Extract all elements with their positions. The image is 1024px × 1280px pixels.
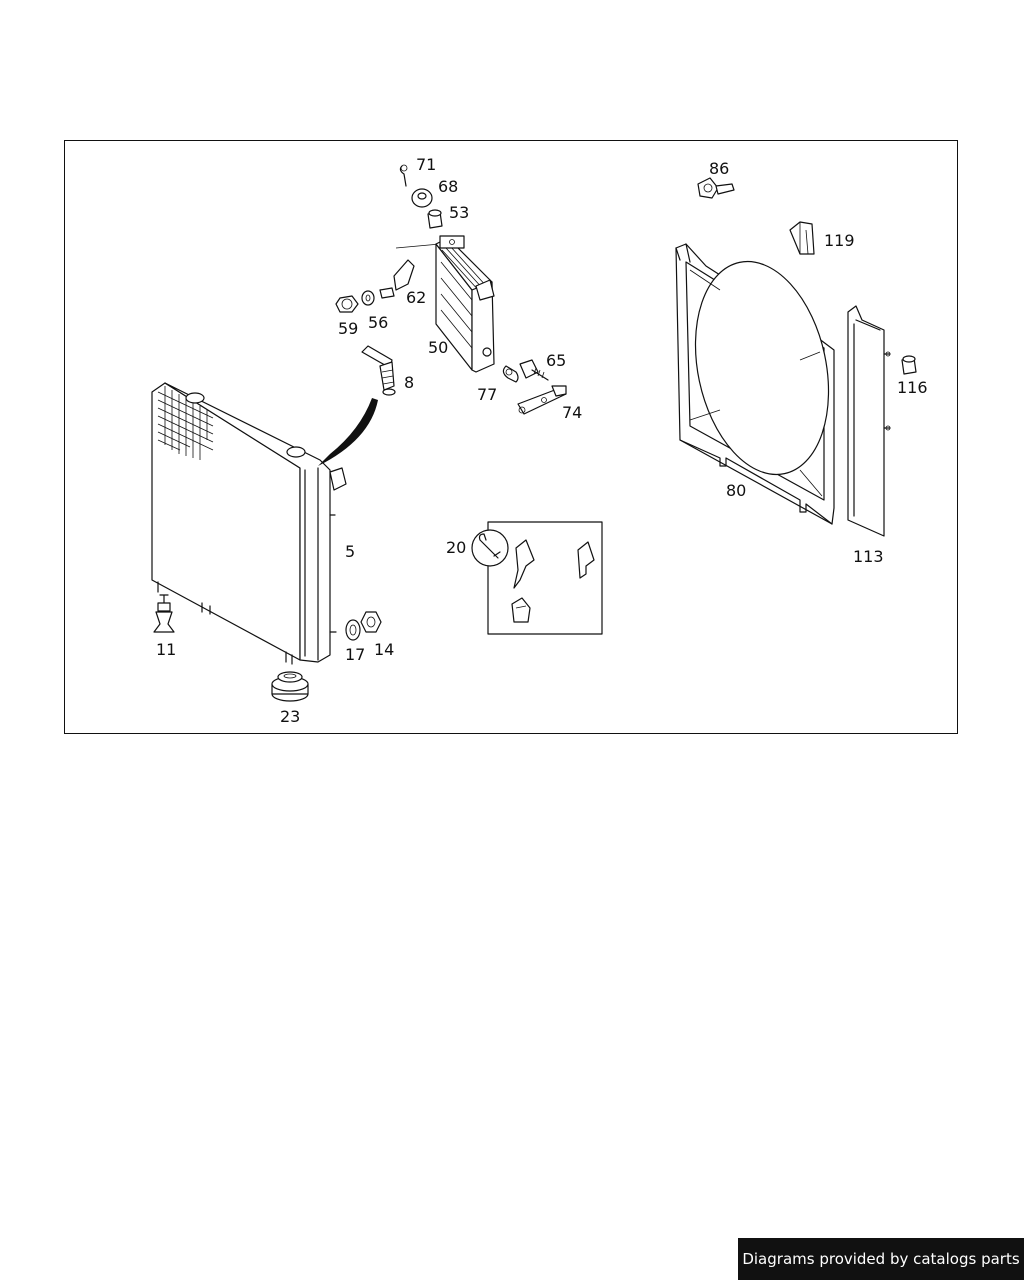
- bracket-part-62: [379, 243, 441, 299]
- callout-53: 53: [449, 203, 469, 222]
- washer-part-17: [345, 619, 361, 641]
- callout-116: 116: [897, 378, 928, 397]
- clip-part-119: [789, 221, 815, 255]
- pin-part-71: [399, 164, 408, 187]
- mounting-kit-part-20: [471, 521, 603, 635]
- grommet-part-116: [901, 355, 917, 375]
- radiator-part-5: [151, 382, 378, 665]
- callout-65: 65: [546, 351, 566, 370]
- cover-part-113: [847, 305, 891, 537]
- callout-11: 11: [156, 640, 176, 659]
- callout-119: 119: [824, 231, 855, 250]
- attribution-text: Diagrams provided by catalogs parts: [742, 1250, 1020, 1268]
- callout-68: 68: [438, 177, 458, 196]
- callout-8: 8: [404, 373, 414, 392]
- callout-20: 20: [446, 538, 466, 557]
- callout-80: 80: [726, 481, 746, 500]
- nut-part-59: [335, 295, 359, 313]
- callout-77: 77: [477, 385, 497, 404]
- callout-62: 62: [406, 288, 426, 307]
- callout-17: 17: [345, 645, 365, 664]
- bracket-part-74: [517, 385, 567, 415]
- washer-part-68: [411, 188, 433, 208]
- callout-23: 23: [280, 707, 300, 726]
- nut-part-14: [360, 611, 382, 633]
- callout-56: 56: [368, 313, 388, 332]
- callout-71: 71: [416, 155, 436, 174]
- callout-14: 14: [374, 640, 394, 659]
- callout-113: 113: [853, 547, 884, 566]
- oil-cooler-part-50: [435, 235, 495, 373]
- rubber-mount-part-23: [271, 671, 309, 702]
- attribution-badge: Diagrams provided by catalogs parts: [738, 1238, 1024, 1280]
- diagram-frame: [64, 140, 958, 734]
- clip-part-86: [697, 177, 735, 199]
- callout-74: 74: [562, 403, 582, 422]
- callout-5: 5: [345, 542, 355, 561]
- hose-fitting-part-8: [361, 345, 396, 396]
- drain-plug-part-11: [153, 594, 175, 633]
- fan-shroud-part-80: [675, 243, 835, 525]
- callout-86: 86: [709, 159, 729, 178]
- callout-59: 59: [338, 319, 358, 338]
- washer-part-56: [361, 290, 375, 306]
- bushing-part-53: [427, 209, 443, 229]
- bolt-part-65: [519, 359, 549, 381]
- ring-part-77: [502, 365, 519, 383]
- callout-50: 50: [428, 338, 448, 357]
